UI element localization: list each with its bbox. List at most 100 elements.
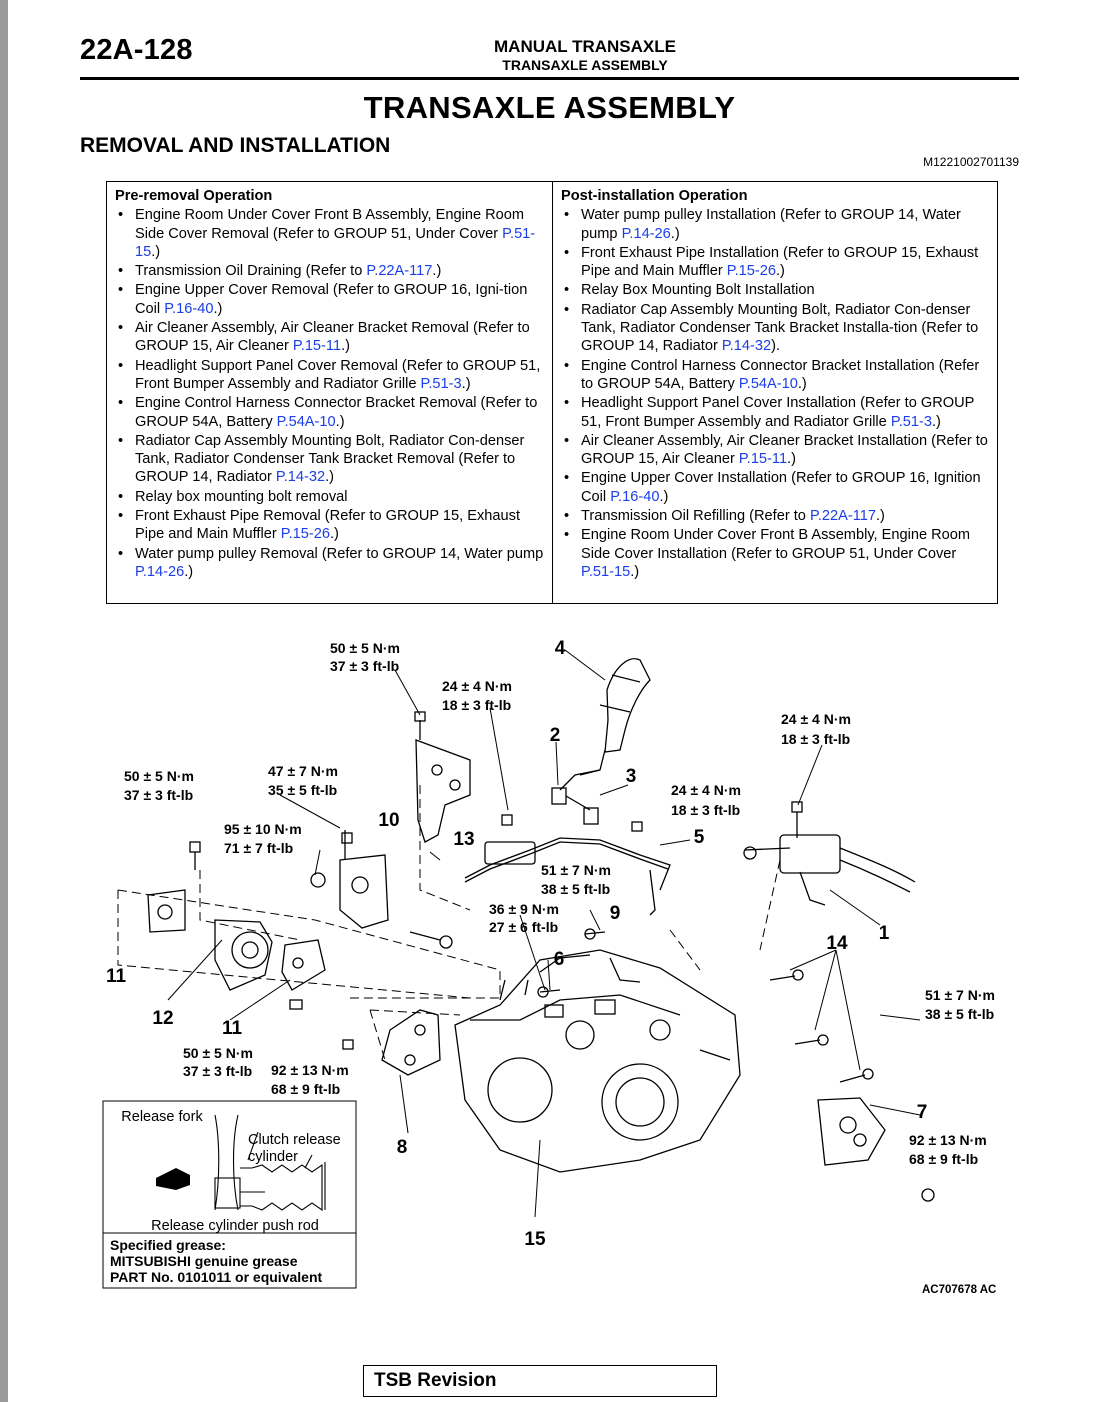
post-installation-item-suffix: ).	[771, 338, 781, 355]
post-installation-item-text: Transmission Oil Refilling (Refer to	[581, 508, 810, 525]
post-installation-item: Headlight Support Panel Cover Installati…	[561, 394, 991, 431]
page-title: TRANSAXLE ASSEMBLY	[363, 90, 736, 125]
push-rod-label: Release cylinder push rod	[151, 1218, 319, 1234]
page-reference-link[interactable]: P.54A-10	[738, 375, 798, 392]
post-installation-item: Water pump pulley Installation (Refer to…	[561, 206, 991, 243]
post-installation-item-suffix: .)	[659, 488, 669, 505]
pre-removal-item-text: Headlight Support Panel Cover Removal (R…	[135, 357, 541, 392]
callout-3: 3	[626, 766, 637, 787]
page-reference-link[interactable]: P.15-11	[738, 451, 788, 468]
post-installation-item-text: Relay Box Mounting Bolt Installation	[581, 282, 815, 299]
torque-t7-ftlb: 71 ± 7 ft-lb	[224, 840, 293, 856]
pre-removal-item-text: Engine Room Under Cover Front B Assembly…	[135, 207, 525, 242]
page-reference-link[interactable]: P.16-40	[164, 300, 214, 317]
torque-t7-nm: 95 ± 10 N·m	[224, 821, 302, 837]
page-reference-link[interactable]: P.14-32	[721, 338, 772, 355]
page-reference-link[interactable]: P.51-15	[135, 225, 536, 260]
release-fork-inset	[102, 1100, 357, 1289]
torque-t10-ftlb: 38 ± 5 ft-lb	[925, 1006, 994, 1022]
post-installation-item-suffix: .)	[931, 413, 941, 430]
pre-removal-item-suffix: .)	[329, 526, 339, 543]
torque-t10-nm: 51 ± 7 N·m	[925, 987, 995, 1003]
page-reference-link[interactable]: P.15-26	[280, 526, 330, 543]
post-installation-item-suffix: .)	[630, 563, 640, 580]
manual-title: MANUAL TRANSAXLE	[494, 37, 676, 56]
pre-removal-item-text: Radiator Cap Assembly Mounting Bolt, Rad…	[135, 432, 525, 486]
page-reference-link[interactable]: P.16-40	[610, 488, 660, 505]
page-reference-link[interactable]: P.14-26	[135, 563, 185, 580]
torque-t5-ftlb: 35 ± 5 ft-lb	[268, 782, 337, 798]
post-installation-item: Relay Box Mounting Bolt Installation	[561, 281, 991, 300]
operations-table: Pre-removal Operation Engine Room Under …	[106, 181, 998, 604]
page-reference-link[interactable]: P.15-26	[726, 263, 776, 280]
post-installation-list: Water pump pulley Installation (Refer to…	[561, 206, 991, 581]
pre-removal-item-suffix: .)	[213, 300, 223, 317]
torque-t2-ftlb: 18 ± 3 ft-lb	[442, 697, 511, 713]
callout-1: 1	[879, 923, 890, 944]
part-11-12-mount	[147, 841, 326, 1010]
callout-11-left: 11	[106, 966, 127, 987]
figure-code: AC707678 AC	[922, 1284, 996, 1296]
callout-15: 15	[524, 1229, 546, 1250]
pre-removal-item: Air Cleaner Assembly, Air Cleaner Bracke…	[115, 319, 546, 356]
pre-removal-item-text: Air Cleaner Assembly, Air Cleaner Bracke…	[135, 320, 530, 355]
torque-t13-ftlb: 68 ± 9 ft-lb	[909, 1151, 978, 1167]
page-reference-link[interactable]: P.15-11	[292, 338, 342, 355]
pre-removal-heading: Pre-removal Operation	[115, 188, 273, 204]
clutch-pipe	[464, 837, 671, 916]
post-installation-item: Engine Upper Cover Installation (Refer t…	[561, 469, 991, 506]
post-installation-item-text: Front Exhaust Pipe Installation (Refer t…	[581, 244, 979, 280]
page-reference-link[interactable]: P.51-3	[420, 375, 462, 392]
part-7-bracket	[817, 1097, 935, 1202]
post-installation-column: Post-installation Operation Water pump p…	[552, 182, 997, 603]
header-rule	[80, 77, 1019, 80]
callout-5: 5	[694, 827, 705, 848]
torque-t4-nm: 50 ± 5 N·m	[124, 768, 194, 784]
pre-removal-item-text: Front Exhaust Pipe Removal (Refer to GRO…	[135, 508, 521, 543]
page-reference-link[interactable]: P.14-26	[621, 225, 671, 242]
post-installation-item-text: Water pump pulley Installation (Refer to…	[581, 207, 961, 242]
torque-t1-ftlb: 37 ± 3 ft-lb	[330, 658, 399, 674]
part-callouts: 1 2 3 4 5 6 7 8 9 10 11 11 12 13 14 15	[106, 638, 927, 1250]
callout-11-bottom: 11	[222, 1018, 243, 1039]
callout-9: 9	[610, 903, 621, 924]
page-reference-link[interactable]: P.51-15	[581, 563, 631, 580]
pre-removal-item-suffix: .)	[151, 243, 161, 260]
torque-t3-nm: 24 ± 4 N·m	[781, 711, 851, 727]
page-reference-link[interactable]: P.51-3	[890, 413, 932, 430]
page-reference-link[interactable]: P.54A-10	[276, 413, 336, 430]
post-installation-item-suffix: .)	[875, 508, 885, 525]
post-installation-item: Engine Room Under Cover Front B Assembly…	[561, 526, 991, 581]
grease-spec: Specified grease: MITSUBISHI genuine gre…	[110, 1237, 322, 1285]
post-installation-item-suffix: .)	[797, 375, 807, 392]
part-1-shift-cable-bracket	[743, 801, 916, 906]
torque-t6-ftlb: 18 ± 3 ft-lb	[671, 802, 740, 818]
torque-t12-nm: 92 ± 13 N·m	[271, 1062, 349, 1078]
small-bolts	[501, 814, 643, 832]
pre-removal-item-text: Relay box mounting bolt removal	[135, 488, 348, 505]
callout-13: 13	[453, 829, 474, 850]
torque-t13-nm: 92 ± 13 N·m	[909, 1132, 987, 1148]
pre-removal-item: Engine Upper Cover Removal (Refer to GRO…	[115, 281, 546, 318]
page-number: 22A-128	[80, 34, 193, 66]
pre-removal-item: Headlight Support Panel Cover Removal (R…	[115, 357, 546, 394]
transaxle-exploded-diagram: Release fork Clutch release cylinder Rel…	[102, 638, 996, 1296]
pre-removal-item-suffix: .)	[325, 469, 335, 486]
post-installation-item: Front Exhaust Pipe Installation (Refer t…	[561, 244, 991, 281]
page-reference-link[interactable]: P.22A-117	[366, 263, 433, 280]
post-installation-item-text: Radiator Cap Assembly Mounting Bolt, Rad…	[581, 301, 979, 355]
pre-removal-item: Water pump pulley Removal (Refer to GROU…	[115, 545, 546, 582]
pre-removal-list: Engine Room Under Cover Front B Assembly…	[115, 206, 546, 581]
callout-6: 6	[554, 949, 565, 970]
pre-removal-item-text: Transmission Oil Draining (Refer to	[135, 263, 367, 280]
pre-removal-item: Relay box mounting bolt removal	[115, 488, 546, 507]
torque-t12-ftlb: 68 ± 9 ft-lb	[271, 1081, 340, 1097]
post-installation-item-suffix: .)	[775, 263, 785, 280]
pre-removal-item-suffix: .)	[335, 413, 345, 430]
callout-4: 4	[555, 638, 566, 659]
page-left-edge	[0, 0, 8, 1402]
page-reference-link[interactable]: P.14-32	[275, 469, 326, 486]
torque-t8-nm: 51 ± 7 N·m	[541, 862, 611, 878]
page-reference-link[interactable]: P.22A-117	[809, 508, 876, 525]
callout-8: 8	[397, 1137, 408, 1158]
